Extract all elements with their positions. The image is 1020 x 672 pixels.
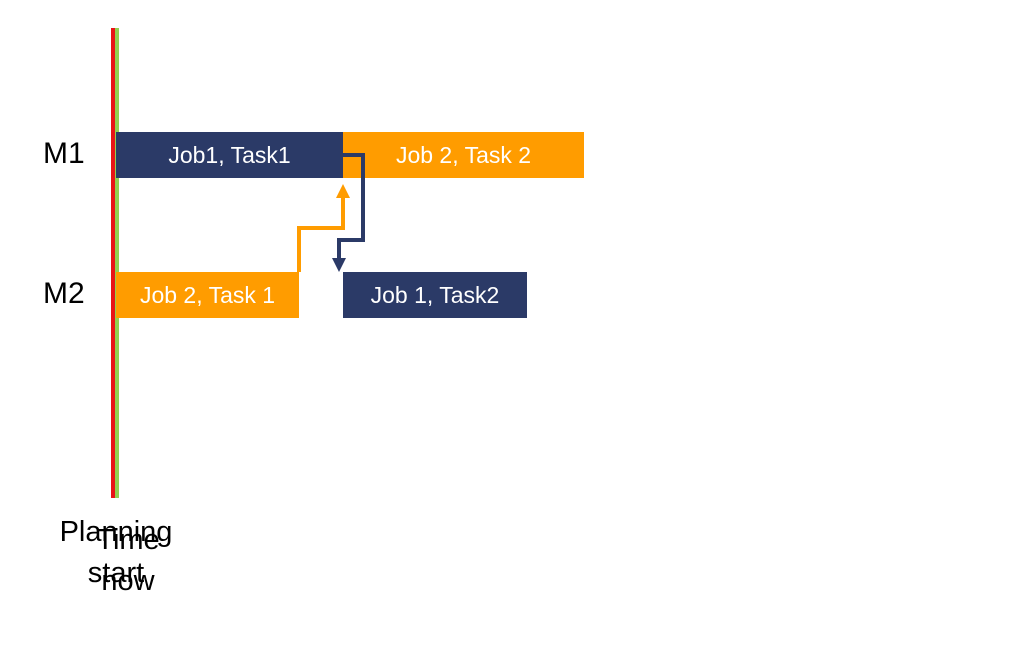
machine-label-m1: M1 [43,137,85,170]
task-job1-task2: Job 1, Task2 [343,272,527,318]
time-now-label-line2: now [101,565,155,598]
time-now-label-line1: Time [96,524,160,556]
task-job2-task1: Job 2, Task 1 [116,272,299,318]
task-job1-task1: Job1, Task1 [116,132,343,178]
time-now-label: Time now [48,520,208,602]
arrow-job2-dependency [297,184,350,272]
planning-start-label-line2: start [87,557,145,590]
arrow-job1-dependency [332,153,365,272]
task-job2-task2: Job 2, Task 2 [343,132,584,178]
planning-start-label-line1: Planning [59,516,173,548]
planning-start-label: Planning start [36,512,196,594]
machine-label-m2: M2 [43,277,85,310]
